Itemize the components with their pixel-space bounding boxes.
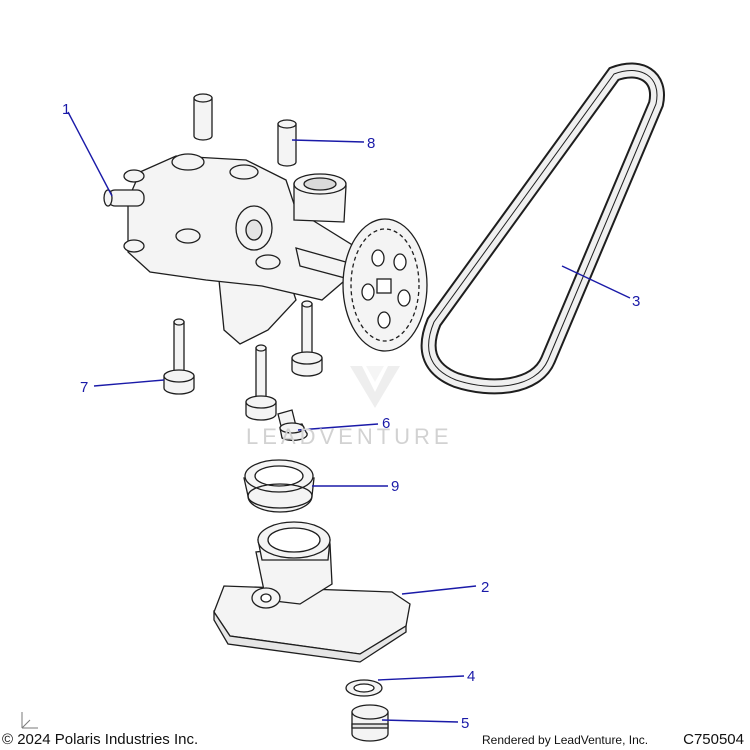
oil-pump-sprocket: [342, 218, 428, 352]
part-5-drain-plug[interactable]: [351, 704, 389, 742]
part-8-dowel-pins[interactable]: [193, 93, 297, 167]
part-6-bolt[interactable]: [277, 409, 308, 442]
callout-1: 1: [62, 101, 70, 118]
callout-3: 3: [632, 293, 640, 310]
callout-9: 9: [391, 478, 399, 495]
callout-5: 5: [461, 715, 469, 732]
part-3-oil-pump-chain[interactable]: [420, 62, 665, 395]
callout-7: 7: [80, 379, 88, 396]
diagram-code: C750504: [683, 731, 744, 748]
callout-6: 6: [382, 415, 390, 432]
callout-8: 8: [367, 135, 375, 152]
callout-labels: 1 8 3 7 6 9 2 4 5: [62, 101, 640, 732]
part-7-flange-bolts[interactable]: [163, 300, 323, 421]
callout-leader-lines: [67, 111, 631, 723]
callout-2: 2: [481, 579, 489, 596]
leadventure-watermark-logo: [350, 366, 400, 408]
callout-4: 4: [467, 668, 475, 685]
part-1-oil-pump-assembly[interactable]: [103, 153, 361, 345]
part-9-seal-ring[interactable]: [243, 459, 315, 513]
part-4-washer[interactable]: [345, 679, 383, 697]
part-2-oil-strainer[interactable]: [213, 521, 411, 663]
rendered-by-text: Rendered by LeadVenture, Inc.: [482, 733, 649, 747]
axis-triad-icon: [21, 712, 38, 729]
watermark-brand-text: LEADVENTURE: [246, 424, 453, 449]
copyright-text: © 2024 Polaris Industries Inc.: [2, 731, 199, 748]
